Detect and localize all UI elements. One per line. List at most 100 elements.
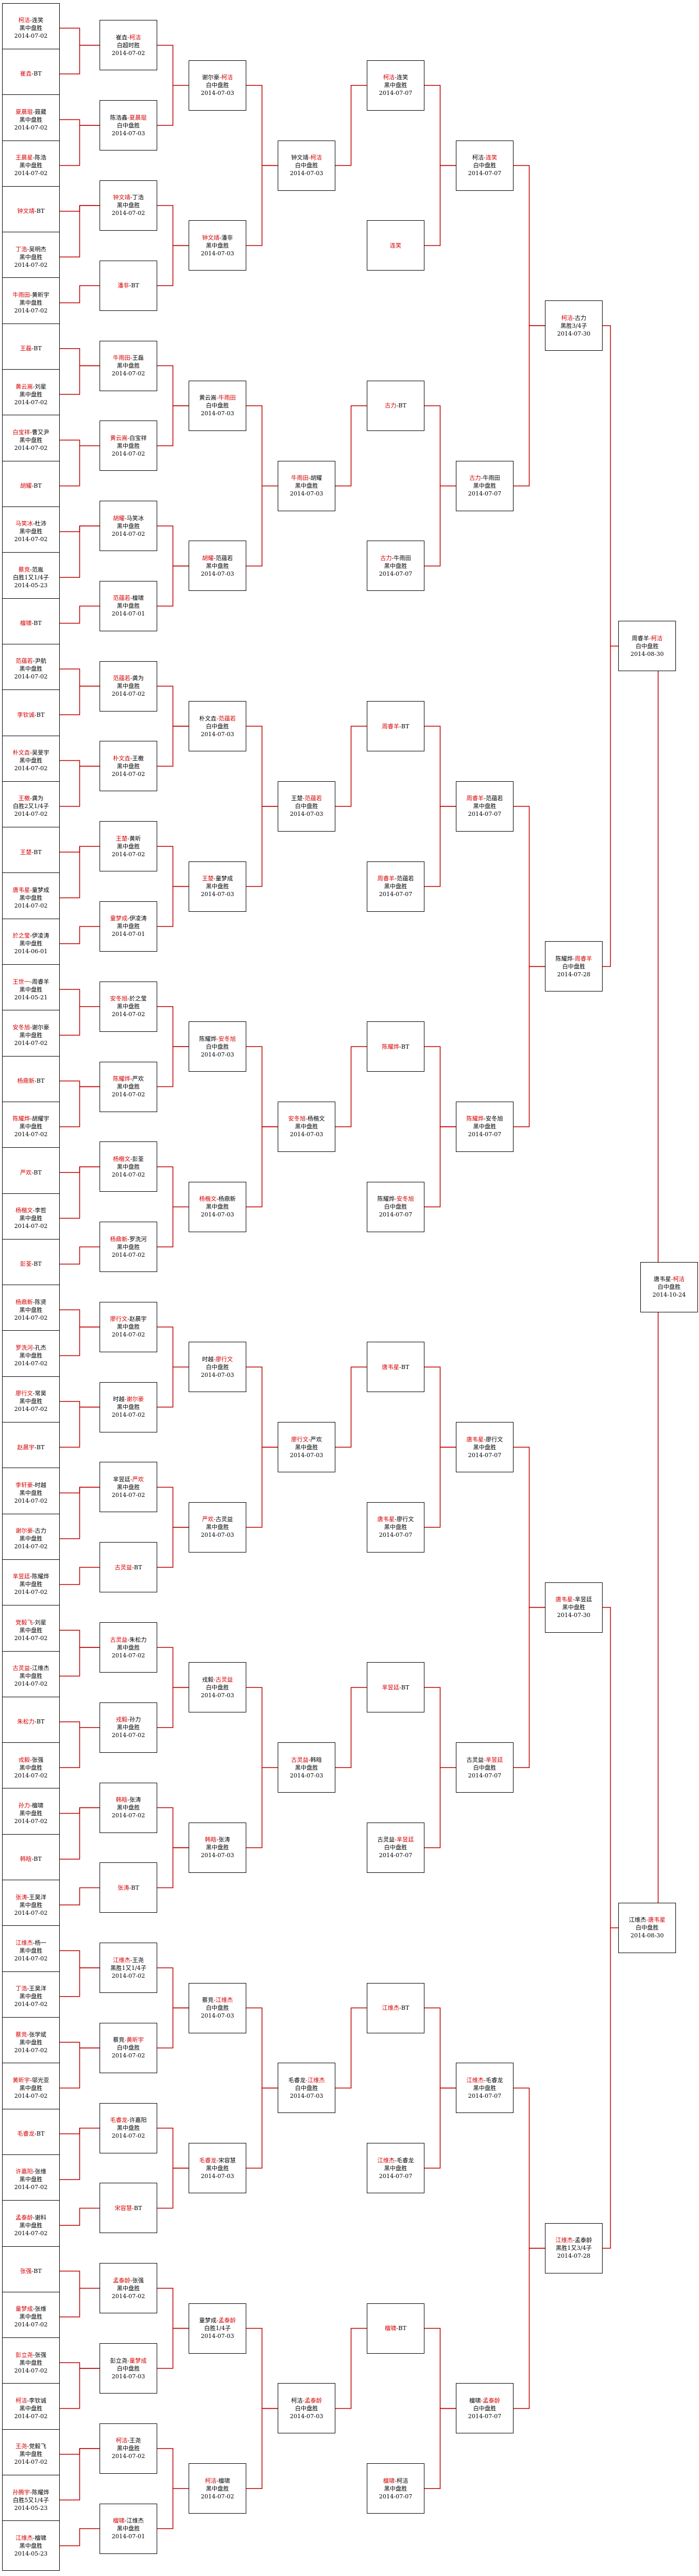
match-players: 朴文垚-吴旻宇 xyxy=(13,749,49,757)
winner-name: 赵晨宇 xyxy=(17,1443,35,1451)
player-name: -BT xyxy=(34,1443,45,1451)
match-result: 白中盘胜 xyxy=(206,723,229,730)
bracket-connector xyxy=(157,2448,189,2489)
match-box: 胡耀-BT xyxy=(2,460,60,511)
winner-name: 唐韦星 xyxy=(555,1596,573,1603)
match-result: 黑中盘胜 xyxy=(117,923,140,930)
match-date: 2014-07-07 xyxy=(379,1532,412,1539)
match-date: 2014-07-03 xyxy=(201,1051,234,1058)
winner-name: 唐韦星 xyxy=(381,1363,399,1371)
match-players: 夏晨琨-聂葳 xyxy=(16,108,47,116)
bracket-connector xyxy=(60,2207,100,2226)
bracket-connector xyxy=(60,685,100,715)
match-players: 李轩豪-时越 xyxy=(16,1481,47,1489)
winner-name: -黄昕宇 xyxy=(124,2036,144,2044)
match-result: 黑中盘胜 xyxy=(117,843,140,850)
match-box: 连笑 xyxy=(367,220,424,271)
match-players: 唐韦星-廖行文 xyxy=(466,1436,503,1443)
match-date: 2014-07-02 xyxy=(14,2001,48,2008)
bracket-connector xyxy=(424,806,456,887)
match-players: 党毅飞-刘星 xyxy=(16,1619,47,1626)
match-players: 范蕴若-檀啸 xyxy=(113,594,144,602)
match-box: 钟文靖-BT xyxy=(2,186,60,236)
player-name: -胡耀 xyxy=(308,475,322,482)
match-date: 2014-07-02 xyxy=(14,811,48,818)
winner-name: 柯洁 xyxy=(116,2437,128,2444)
winner-name: 唐韦星 xyxy=(377,1516,395,1523)
match-date: 2014-07-07 xyxy=(468,1131,501,1138)
player-name: -张强 xyxy=(32,2351,47,2358)
player-name: -BT xyxy=(34,2130,45,2138)
match-players: 戎毅-古灵益 xyxy=(202,1676,233,1684)
match-players: 连笑 xyxy=(390,242,401,250)
match-result: 黑中盘胜 xyxy=(117,2525,140,2532)
match-players: 古力-牛雨田 xyxy=(380,554,411,562)
winner-name: 周睿羊 xyxy=(381,723,399,730)
match-date: 2014-07-30 xyxy=(557,1612,591,1619)
match-date: 2014-07-02 xyxy=(14,444,48,451)
match-result: 白中盘胜 xyxy=(206,1363,229,1371)
winner-name: 杨鼎新 xyxy=(17,1077,35,1085)
player-name: -谢科 xyxy=(32,2214,47,2221)
player-name: -张维 xyxy=(32,2168,47,2175)
match-result: 黑中盘胜 xyxy=(19,2542,42,2549)
match-result: 黑中盘胜 xyxy=(19,391,42,398)
player-name: 江维杰 xyxy=(629,1916,647,1924)
winner-name: 彭立尧 xyxy=(15,2351,33,2358)
match-date: 2014-07-02 xyxy=(14,1406,48,1413)
match-date: 2014-07-02 xyxy=(14,536,48,543)
bracket-connector xyxy=(335,1046,367,1127)
winner-name: 柯洁 xyxy=(205,2477,217,2484)
match-date: 2014-07-03 xyxy=(201,410,234,417)
match-result: 白中盘胜 xyxy=(562,963,585,970)
match-players: 毛睿龙-江维杰 xyxy=(288,2076,325,2084)
match-result: 黑中盘胜 xyxy=(117,1404,140,1411)
player-name: -李钦诚 xyxy=(27,2397,47,2404)
winner-name: 朴文垚 xyxy=(113,755,130,762)
winner-name: -江维杰 xyxy=(213,1997,233,2004)
player-name: -BT xyxy=(31,1169,42,1176)
match-result: 黑中盘胜 xyxy=(117,1483,140,1491)
match-date: 2014-07-02 xyxy=(14,2459,48,2466)
match-date: 2014-07-01 xyxy=(112,931,145,938)
match-result: 黑中盘胜 xyxy=(384,1524,407,1531)
match-date: 2014-07-03 xyxy=(201,730,234,738)
match-result: 黑中盘胜 xyxy=(117,1003,140,1010)
match-result: 白中盘胜 xyxy=(384,1844,407,1851)
player-name: -潘非 xyxy=(219,234,233,241)
bracket-connector xyxy=(157,1006,189,1047)
match-date: 2014-07-02 xyxy=(14,2046,48,2054)
match-result: 白中盘胜 xyxy=(206,1043,229,1050)
player-name: 朴文垚 xyxy=(199,715,217,722)
match-result: 白中盘胜 xyxy=(473,1764,496,1771)
match-date: 2014-07-02 xyxy=(14,2367,48,2374)
match-players: 范蕴若-龚为 xyxy=(113,674,144,682)
winner-name: 檀啸 xyxy=(20,620,32,627)
player-name: -胡耀宇 xyxy=(30,1115,49,1123)
winner-name: 廖行文 xyxy=(15,1390,33,1397)
player-name: -朱松力 xyxy=(127,1636,147,1643)
bracket-connector xyxy=(157,1486,189,1528)
winner-name: 韩晗 xyxy=(205,1836,217,1844)
winner-name: 王晨星 xyxy=(15,154,33,161)
match-result: 黑中盘胜 xyxy=(19,1764,42,1771)
match-players: 崔垚-BT xyxy=(20,70,41,78)
winner-name: 童梦成 xyxy=(15,2305,33,2313)
match-players: 孙腾宇-陈耀烨 xyxy=(13,2488,49,2496)
bracket-connector xyxy=(603,1607,618,1928)
winner-name: 李轩豪 xyxy=(15,1481,33,1489)
bracket-connector xyxy=(60,1086,100,1127)
match-players: 柯洁-孟泰龄 xyxy=(291,2397,322,2405)
player-name: -杨鼎新 xyxy=(216,1195,236,1203)
bracket-connector xyxy=(60,2362,100,2369)
match-result: 白中盘胜 xyxy=(206,2004,229,2012)
